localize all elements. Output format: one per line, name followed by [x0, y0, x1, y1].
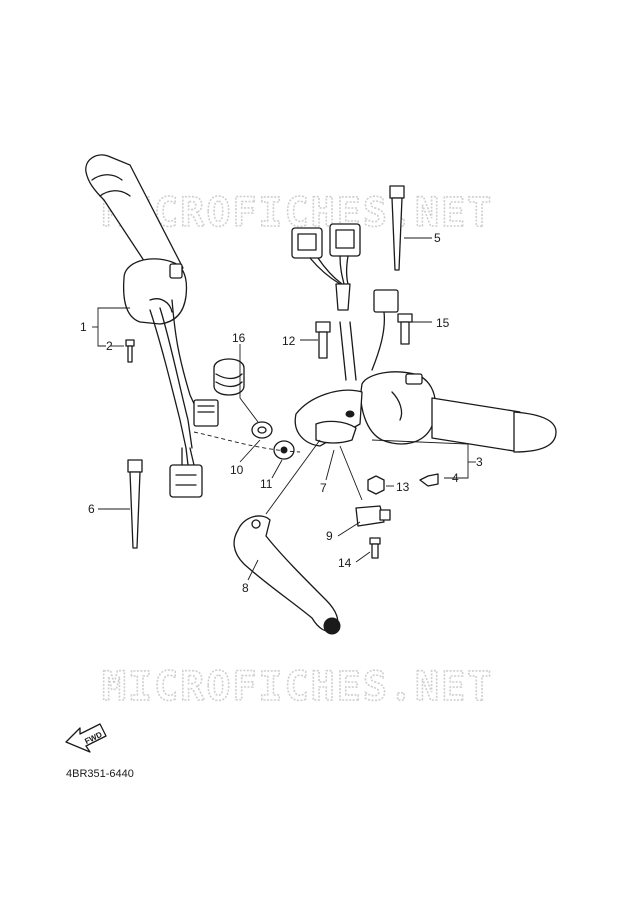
- callout-3: 3: [476, 455, 483, 469]
- callout-12: 12: [282, 334, 296, 348]
- lever-holder: [294, 389, 363, 447]
- cable-tie-part-6: [127, 459, 143, 549]
- ring-part-10: [251, 421, 273, 439]
- clutch-lever-part-8: [233, 515, 341, 635]
- leader-lines: [92, 237, 476, 581]
- callout-11: 11: [260, 477, 273, 491]
- cable-tie-part-5: [389, 185, 405, 271]
- screw-part-14: [369, 537, 381, 559]
- screw-part-4: [419, 473, 439, 487]
- left-coupler-upper: [193, 399, 219, 427]
- left-handlebar-switch: [122, 258, 188, 325]
- callout-10: 10: [230, 463, 244, 477]
- callout-7: 7: [320, 481, 327, 495]
- callout-13: 13: [396, 480, 410, 494]
- callout-15: 15: [436, 316, 450, 330]
- switch-coupler: [371, 289, 399, 371]
- left-grip: [85, 154, 184, 286]
- callout-16: 16: [232, 331, 246, 345]
- left-coupler-lower: [169, 464, 203, 498]
- callout-4: 4: [452, 471, 459, 485]
- nut-part-13: [367, 475, 385, 495]
- right-grip: [431, 397, 557, 453]
- callout-8: 8: [242, 581, 249, 595]
- watermark-bottom: MICROFICHES.NET: [102, 664, 493, 710]
- diagram-code: 4BR351-6440: [66, 768, 134, 780]
- callout-5: 5: [434, 231, 441, 245]
- callout-9: 9: [326, 529, 333, 543]
- left-switch-wiring: [149, 299, 197, 466]
- callout-1: 1: [80, 320, 87, 334]
- bolt-part-12: [315, 321, 331, 359]
- right-handlebar-switch: [360, 371, 437, 445]
- fwd-arrow-icon: FWD: [65, 723, 107, 753]
- callout-2: 2: [106, 339, 113, 353]
- boot-part-16: [213, 358, 245, 396]
- ring-part-11: [273, 440, 295, 460]
- screw-part-2: [125, 339, 135, 363]
- clutch-switch-part-9: [355, 505, 391, 527]
- main-coupler-pair: [291, 223, 361, 259]
- callout-14: 14: [338, 556, 352, 570]
- callouts: 1 2 3 4 5 6 7 8 9 10 11 12 13 14 15 16: [80, 231, 483, 595]
- main-harness: [309, 255, 357, 381]
- screw-part-15: [397, 313, 413, 345]
- callout-6: 6: [88, 502, 95, 516]
